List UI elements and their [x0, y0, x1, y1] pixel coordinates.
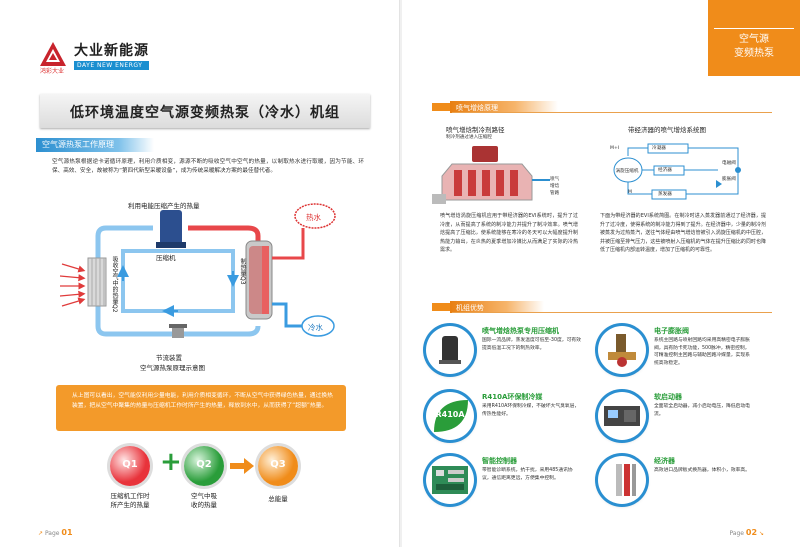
heating-output-label: 制热量Q3 — [239, 258, 246, 285]
evi-path-subtitle: 制冷剂通过进入压缩腔 — [446, 135, 492, 140]
q2-label: 空气中吸收的热量 — [191, 492, 217, 509]
evi-path-title: 喷气增焓制冷剂路径 — [446, 126, 505, 134]
category-tab: 空气源 变频热泵 — [708, 0, 800, 76]
schematic-economizer-label: 经济器 — [658, 168, 672, 173]
logo-emblem-icon — [40, 42, 66, 66]
right-page: 空气源 变频热泵 喷气增焓原理 喷气增焓制冷剂路径 制冷剂通过进入压缩腔 带经济… — [402, 0, 800, 547]
plate-heat-exchanger-icon — [598, 456, 646, 504]
equals-arrow-icon — [230, 458, 254, 474]
brand-logo: 大业新能源 DAYE NEW ENERGY — [38, 40, 149, 70]
brand-name-en: DAYE NEW ENERGY — [74, 61, 149, 70]
schematic-expansion-label: 膨胀阀 — [722, 177, 736, 182]
q3-label: 总能量 — [268, 495, 288, 503]
evaporator-coil-icon — [87, 257, 107, 307]
section-header-advantages: 机组优势 — [432, 301, 772, 313]
schematic-compressor-label: 涡旋压缩机 — [615, 169, 639, 174]
title-banner: 低环境温度空气源变频热泵（冷水）机组 — [40, 94, 370, 128]
r410a-badge-text: R410A — [435, 410, 465, 419]
compressor-icon — [156, 210, 186, 248]
advantage-controller: 智能控制器 带智能诊断系统，抗干扰，采用485通讯协议，通信距离更远，方便集中控… — [426, 456, 596, 506]
compressor-label: 压缩机 — [156, 254, 176, 262]
footer-arrow-icon: ↘ — [758, 530, 764, 537]
summary-box: 从上图可以看出，空气能仅利用少量电能，利用介质相变循环，不断从空气中获得绿色热量… — [56, 385, 346, 431]
section-header-evi: 喷气增焓原理 — [432, 101, 772, 113]
q3-badge: Q3 — [258, 446, 298, 486]
advantage-compressor: 喷气增焓热泵专用压缩机 国际一流品牌，蒸发温度可低至-30度，可有效提高低温工况… — [426, 326, 596, 376]
cold-water-label: 冷水 — [308, 323, 323, 332]
heat-pump-diagram: 利用电能压缩产生的热量 压缩机 热水 冷水 吸收空气中的热量Q2 制热量Q3 节… — [48, 186, 368, 376]
advantage-refrigerant: R410A R410A环保制冷媒 采用R410A环保制冷媒，不破坏大气臭氧层，传… — [426, 392, 596, 442]
summary-text: 从上图可以看出，空气能仅利用少量电能，利用介质相变循环，不断从空气中获得绿色热量… — [72, 393, 333, 409]
scroll-compressor-cutaway-icon — [432, 146, 550, 204]
page-footer-left: ↗ Page 01 — [38, 528, 73, 537]
section-header-principle: 空气源热泵工作原理 — [36, 138, 154, 152]
page-gutter — [399, 0, 403, 547]
q2-badge: Q2 — [184, 446, 224, 486]
intro-paragraph: 空气源热泵根据逆卡诺循环原理，利用介质相变，源源不断的吸收空气中空气的热量，以制… — [52, 159, 364, 174]
valve-label: 节流装置 — [156, 354, 182, 362]
advantage-economizer: 经济器 高效进口品牌板式换热器，体积小，效率高。 — [598, 456, 768, 506]
evi-system-title: 带经济器的喷气增焓系统图 — [628, 126, 706, 134]
evi-pipe-tag: 喷气增焓管路 — [550, 177, 560, 196]
evi-left-paragraph: 喷气增焓涡旋压缩机应用于带经济器的EVI系统时，提升了过冷度，从而提高了系统的制… — [440, 213, 578, 253]
schematic-valve-label: 电磁阀 — [722, 161, 736, 166]
evi-right-paragraph: 下面为带经济器的EVI系统简图。在制冷时进入蒸发器前通过了经济器，提升了过冷度，… — [600, 213, 766, 253]
schematic-evaporator-label: 蒸发器 — [658, 192, 672, 197]
page-title: 低环境温度空气源变频热泵（冷水）机组 — [70, 105, 340, 121]
footer-arrow-icon: ↗ — [38, 530, 44, 537]
page-footer-right: Page 02 ↘ — [729, 528, 764, 537]
compressor-heat-label: 利用电能压缩产生的热量 — [128, 202, 200, 210]
left-page: 大业新能源 DAYE NEW ENERGY 鸿彩大业 低环境温度空气源变频热泵（… — [0, 0, 400, 547]
q1-label: 压缩机工作时所产生的热量 — [110, 492, 150, 509]
schematic-condenser-label: 冷凝器 — [652, 146, 666, 151]
schematic-m-label: M — [628, 190, 632, 195]
section-label: 空气源热泵工作原理 — [36, 138, 154, 152]
brand-name-cn: 大业新能源 — [74, 43, 149, 59]
section-label: 机组优势 — [450, 301, 544, 313]
plus-sign: + — [160, 447, 182, 477]
q1-badge: Q1 — [110, 446, 150, 486]
evi-system-schematic — [613, 143, 741, 200]
section-label: 喷气增焓原理 — [450, 101, 558, 113]
schematic-mi-label: M+I — [610, 146, 620, 151]
compressor-photo-icon — [426, 326, 474, 374]
condenser-tank-icon — [245, 240, 273, 320]
advantage-expansion-valve: 电子膨胀阀 系统主回路与喷射回路均采用高精密电子膨胀阀，具有防卡死功能，500脉… — [598, 326, 768, 376]
brand-tagline: 鸿彩大业 — [40, 68, 65, 75]
soft-starter-photo-icon — [598, 392, 646, 440]
absorb-heat-label: 吸收空气中的热量Q2 — [111, 256, 118, 313]
r410a-leaf-icon: R410A — [426, 392, 474, 440]
diagram-caption: 空气源热泵原理示意图 — [140, 364, 205, 372]
throttle-valve-icon — [169, 324, 187, 338]
advantage-soft-starter: 软启动器 全面软全启动器，减小启动电压，降低启动电流。 — [598, 392, 768, 442]
controller-board-icon — [426, 456, 474, 504]
category-tab-text: 空气源 变频热泵 — [714, 28, 794, 61]
expansion-valve-photo-icon — [598, 326, 646, 374]
heat-pump-loop-graphic — [59, 203, 336, 338]
hot-water-label: 热水 — [306, 213, 321, 222]
